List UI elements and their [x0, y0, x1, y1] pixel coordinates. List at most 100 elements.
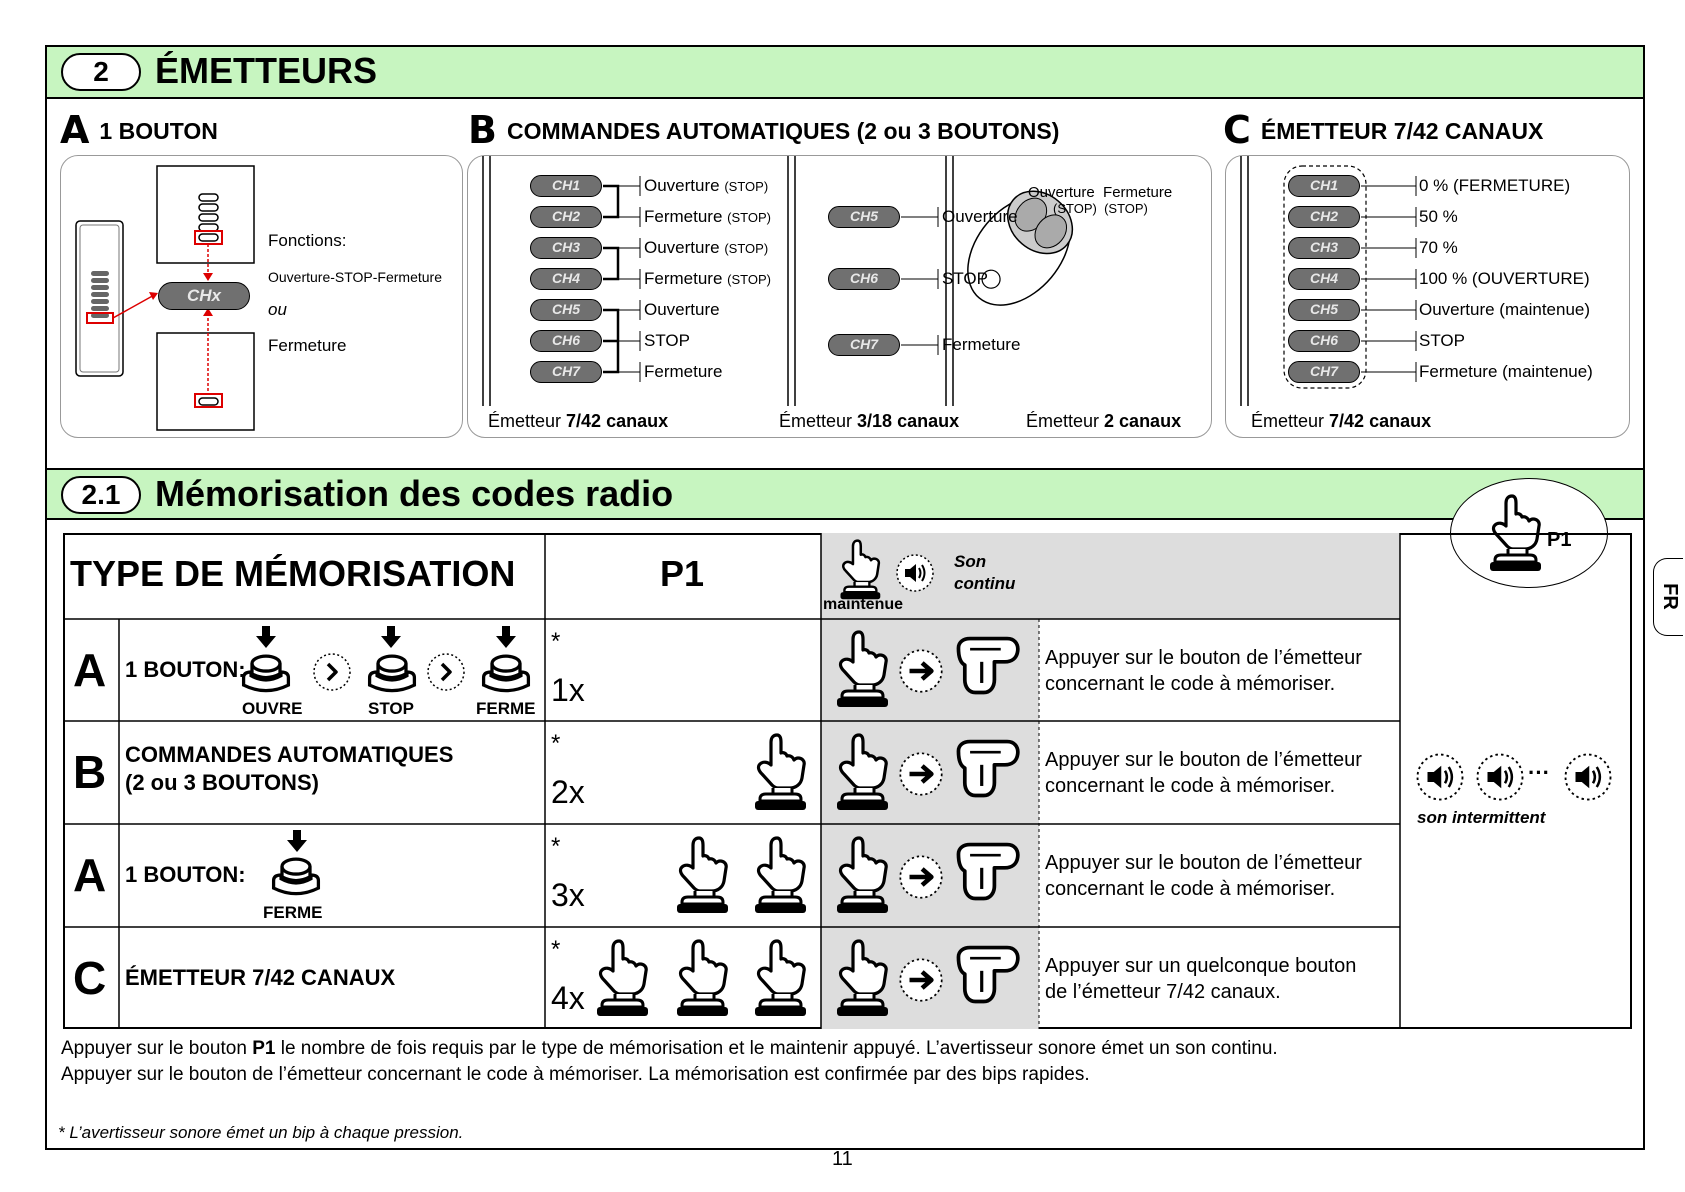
chevron-right-icon — [426, 652, 466, 692]
mode-1-label: Ouverture-STOP-Fermeture — [268, 269, 443, 285]
label-ouvre: OUVRE — [242, 699, 303, 718]
label-ferme: FERME — [263, 903, 323, 922]
b1-ch5: CH5 — [530, 299, 602, 321]
speaker-icon — [1415, 752, 1465, 802]
button-icon — [238, 650, 294, 694]
ou-label: ou — [268, 300, 287, 319]
label-stop: STOP — [368, 699, 414, 718]
section-a-panel: CHx Fonctions: Ouverture-STOP-Fermeture … — [60, 155, 463, 438]
b1-ch1: CH1 — [530, 175, 602, 197]
hand-press-icon — [950, 942, 1024, 1006]
section-number: 2 — [61, 53, 141, 91]
b1-label-6: STOP — [644, 331, 690, 350]
section-2-header: 2 ÉMETTEURS — [47, 47, 1643, 99]
b3-footer: Émetteur 2 canaux — [1026, 411, 1182, 431]
hand-held-icon — [832, 536, 888, 600]
row-1-title: 1 BOUTON: — [125, 657, 246, 682]
hand-press-icon — [950, 736, 1024, 800]
section-title: ÉMETTEURS — [155, 50, 378, 91]
section-number: 2.1 — [61, 476, 141, 514]
maintenue-label: maintenue — [823, 596, 904, 613]
c-ch7: CH7 — [1288, 361, 1360, 383]
b2-label-2: STOP — [942, 269, 988, 288]
c-label-7: Fermeture (maintenue) — [1419, 362, 1593, 381]
instruction-line-2: Appuyer sur le bouton de l’émetteur conc… — [61, 1064, 1090, 1085]
row-4-star: * — [551, 936, 561, 963]
speaker-icon — [1563, 752, 1613, 802]
section-b-lines — [482, 156, 1074, 406]
hand-held-icon — [672, 828, 732, 918]
row-3-title: 1 BOUTON: — [125, 862, 246, 887]
row-2-star: * — [551, 730, 561, 757]
table-header-type: TYPE DE MÉMORISATION — [70, 553, 516, 594]
b3-ouverture: Ouverture Fermeture — [1028, 184, 1173, 201]
son-intermittent-label: son intermittent — [1417, 808, 1546, 827]
section-b-panel: CH1 CH2 CH3 CH4 CH5 CH6 CH7 Ouverture (S… — [467, 155, 1212, 438]
c-footer: Émetteur 7/42 canaux — [1251, 411, 1432, 431]
row-1-count: 1x — [551, 672, 585, 708]
b1-label-7: Fermeture — [644, 362, 723, 381]
button-icon — [268, 853, 324, 897]
chx-button: CHx — [158, 282, 250, 310]
instruction-line-1: Appuyer sur le bouton P1 le nombre de fo… — [61, 1038, 1278, 1059]
c-ch2: CH2 — [1288, 206, 1360, 228]
b2-label-1: Ouverture — [942, 207, 1018, 226]
row-3-star: * — [551, 833, 561, 860]
row-1-star: * — [551, 628, 561, 655]
b1-footer: Émetteur 7/42 canaux — [488, 411, 669, 431]
row-4-title: ÉMETTEUR 7/42 CANAUX — [125, 965, 396, 990]
arrow-right-icon — [898, 648, 944, 694]
hand-press-icon — [950, 633, 1024, 697]
hand-held-icon — [832, 828, 892, 918]
two-channel-remote — [967, 190, 1074, 306]
hand-held-icon — [672, 931, 732, 1021]
c-label-3: 70 % — [1419, 238, 1458, 257]
hand-held-icon — [750, 828, 810, 918]
c-ch6: CH6 — [1288, 330, 1360, 352]
c-ch5: CH5 — [1288, 299, 1360, 321]
b3-stop: (STOP) (STOP) — [1053, 201, 1148, 216]
arrow-right-icon — [898, 751, 944, 797]
b2-ch5: CH5 — [828, 206, 900, 228]
b1-label-1: Ouverture (STOP) — [644, 176, 769, 195]
hand-held-icon — [832, 725, 892, 815]
c-ch3: CH3 — [1288, 237, 1360, 259]
b1-ch3: CH3 — [530, 237, 602, 259]
fonctions-label: Fonctions: — [268, 231, 347, 250]
b1-ch6: CH6 — [530, 330, 602, 352]
b2-footer: Émetteur 3/18 canaux — [779, 411, 960, 431]
b2-ch6: CH6 — [828, 268, 900, 290]
hand-held-icon — [832, 622, 892, 712]
b1-ch2: CH2 — [530, 206, 602, 228]
hand-held-icon — [832, 931, 892, 1021]
row-4-count: 4x — [551, 980, 585, 1016]
label-ferme: FERME — [476, 699, 536, 718]
row-2-letter: B — [73, 746, 107, 798]
c-label-5: Ouverture (maintenue) — [1419, 300, 1591, 319]
speaker-icon — [1475, 752, 1525, 802]
b1-ch4: CH4 — [530, 268, 602, 290]
arrow-right-icon — [898, 957, 944, 1003]
language-tab[interactable]: FR — [1653, 558, 1683, 636]
hand-held-icon — [750, 931, 810, 1021]
row-3-count: 3x — [551, 877, 585, 913]
b1-ch7: CH7 — [530, 361, 602, 383]
c-label-2: 50 % — [1419, 207, 1458, 226]
row-4-letter: C — [73, 952, 107, 1004]
footnote: * L’avertisseur sonore émet un bip à cha… — [58, 1123, 464, 1142]
c-ch4: CH4 — [1288, 268, 1360, 290]
row-2-title: COMMANDES AUTOMATIQUES(2 ou 3 BOUTONS) — [125, 742, 454, 795]
button-icon — [478, 650, 534, 694]
one-button-remote-diagram — [75, 165, 255, 431]
ellipsis: ··· — [1528, 760, 1550, 785]
b1-label-2: Fermeture (STOP) — [644, 207, 771, 226]
c-label-4: 100 % (OUVERTURE) — [1419, 269, 1590, 288]
b1-label-4: Fermeture (STOP) — [644, 269, 771, 288]
